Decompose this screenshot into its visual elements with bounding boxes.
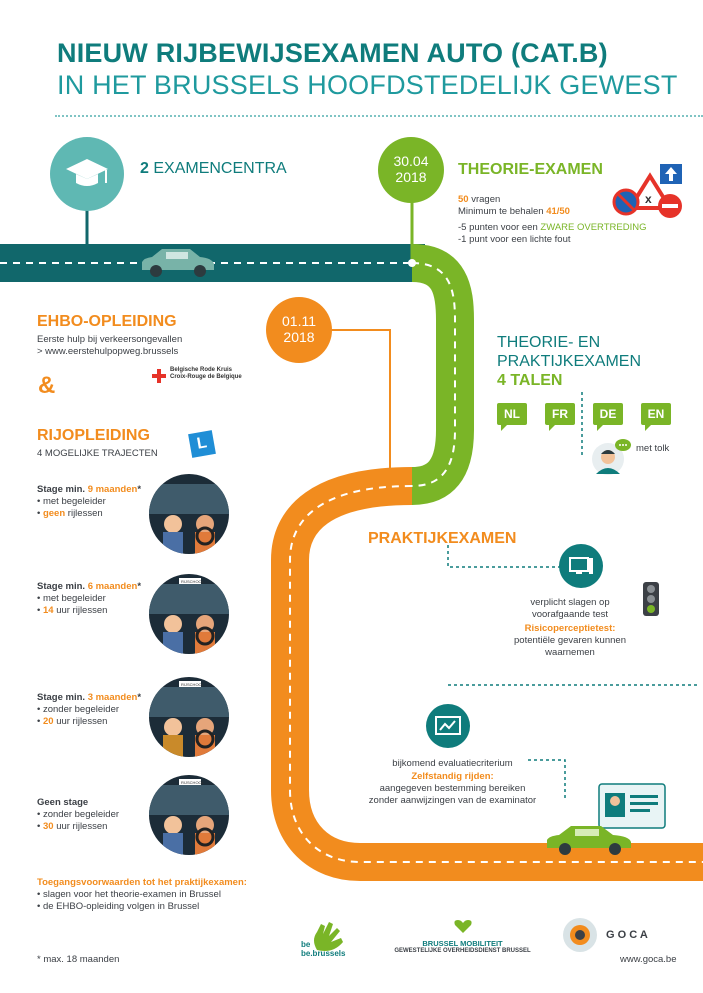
brussel-mobiliteit-logo: BRUSSEL MOBILITEIT GEWESTELIJKE OVERHEID…: [385, 920, 540, 954]
goca-url[interactable]: www.goca.be: [620, 954, 677, 965]
theory-title: THEORIE-EXAMEN: [458, 161, 603, 178]
theory-pen2: -1 punt voor een lichte fout: [458, 234, 571, 245]
interpreter-icon: [592, 439, 631, 475]
ehbo-line1: Eerste hulp bij verkeersongevallen: [37, 334, 183, 345]
ampersand: &: [38, 372, 56, 399]
car-icon: [142, 249, 214, 277]
svg-text:x: x: [645, 192, 652, 206]
ehbo-link[interactable]: > www.eerstehulpopweg.brussels: [37, 346, 179, 357]
track-3: Stage min. 3 maanden* • zonder begeleide…: [37, 692, 142, 727]
ehbo-date-badge: 01.11 2018: [266, 297, 332, 363]
ehbo-title: EHBO-OPLEIDING: [37, 313, 177, 330]
rijschool-sign: RIJSCHOOL: [181, 579, 205, 584]
examcenters-label: EXAMENCENTRA: [153, 160, 287, 177]
page-subtitle: IN HET BRUSSELS HOOFDSTEDELIJK GEWEST: [57, 70, 678, 100]
examcenters-text: 2 EXAMENCENTRA: [140, 160, 287, 178]
theory-date: 30.04: [393, 153, 429, 169]
access-title: Toegangsvoorwaarden tot het praktijkexam…: [37, 877, 247, 888]
theory-date-badge: 30.04 2018: [378, 137, 444, 203]
track-2: Stage min. 6 maanden* • met begeleider •…: [37, 581, 142, 616]
green-car-icon: [547, 826, 631, 855]
theory-pen1-hl: ZWARE OVERTREDING: [540, 222, 647, 233]
eye-icon: [563, 918, 597, 952]
ehbo-date: 01.11: [282, 313, 316, 329]
ehbo-year: 2018: [283, 329, 315, 345]
car-interior-illustration: [149, 474, 229, 554]
theory-q-num: 50: [458, 194, 469, 205]
header-divider: [55, 115, 703, 117]
car-interior-illustration: RIJSCHOOL: [149, 775, 229, 855]
svg-text:RIJSCHOOL: RIJSCHOOL: [181, 682, 205, 687]
l-plate-icon: L: [188, 430, 216, 458]
interpreter-label: met tolk: [636, 443, 670, 454]
redcross-text2: Croix-Rouge de Belgique: [170, 374, 242, 380]
driving-license-icon: [598, 783, 666, 829]
examcenters-count: 2: [140, 160, 149, 177]
lang-badge-de: DE: [593, 403, 623, 431]
graduation-cap-icon: [50, 137, 124, 211]
track-1: Stage min. 9 maanden* • met begeleider •…: [37, 484, 142, 519]
risk-title: Risicoperceptietest:: [524, 623, 616, 634]
lang-badge-nl: NL: [497, 403, 527, 431]
car-interior-illustration: RIJSCHOOL: [149, 677, 229, 757]
traffic-signs-icon: x: [612, 164, 682, 218]
traffic-light-icon: [643, 582, 659, 616]
ehbo-text: Eerste hulp bij verkeersongevallen > www…: [37, 334, 182, 358]
heart-icon: [453, 920, 472, 933]
track-4: Geen stage • zonder begeleider • 30 uur …: [37, 797, 120, 832]
self-driving-text: bijkomend evaluatiecriterium Zelfstandig…: [360, 758, 545, 807]
theory-min-val: 41/50: [546, 206, 570, 217]
car-interior-illustration: RIJSCHOOL: [149, 574, 229, 654]
access-conditions: Toegangsvoorwaarden tot het praktijkexam…: [37, 877, 247, 912]
theory-min-label: Minimum te behalen: [458, 206, 544, 217]
lang-badge-fr: FR: [545, 403, 575, 431]
languages-title: THEORIE- EN PRAKTIJKEXAMEN 4 TALEN: [497, 334, 642, 389]
redcross-icon: [152, 369, 166, 383]
redcross-text1: Belgische Rode Kruis: [170, 367, 233, 373]
theory-year: 2018: [395, 169, 427, 185]
theory-q-label: vragen: [471, 194, 501, 205]
rijopleiding-title: RIJOPLEIDING: [37, 427, 150, 444]
practical-test-text: verplicht slagen op voorafgaande test Ri…: [500, 597, 640, 659]
svg-text:RIJSCHOOL: RIJSCHOOL: [181, 780, 205, 785]
footnote: * max. 18 maanden: [37, 954, 120, 965]
page-title: NIEUW RIJBEWIJSEXAMEN AUTO (CAT.B): [57, 38, 608, 68]
be-hand-icon: [314, 922, 343, 951]
criterion-label: bijkomend evaluatiecriterium: [392, 758, 513, 769]
computer-icon: [559, 544, 603, 588]
navigation-screen-icon: [426, 704, 470, 748]
theory-details: 50 vragen Minimum te behalen 41/50 -5 pu…: [458, 194, 647, 246]
self-driving-title: Zelfstandig rijden:: [411, 771, 494, 782]
lang-badge-en: EN: [641, 403, 671, 431]
rijopleiding-sub: 4 MOGELIJKE TRAJECTEN: [37, 448, 158, 459]
practical-title: PRAKTIJKEXAMEN: [368, 530, 517, 547]
theory-pen1: -5 punten voor een: [458, 222, 538, 233]
languages-count: 4 TALEN: [497, 372, 563, 389]
